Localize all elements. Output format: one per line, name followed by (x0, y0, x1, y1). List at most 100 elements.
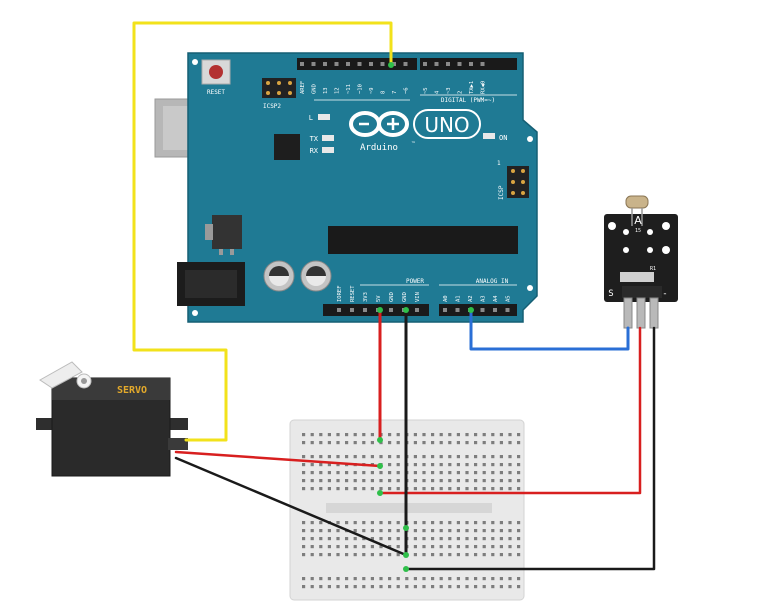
analog-pin-label: A3 (481, 295, 487, 302)
analog-pin-label: A2 (468, 295, 474, 302)
breadboard-hole (310, 471, 314, 475)
breadboard-hole (396, 471, 400, 475)
breadboard-hole (310, 521, 314, 525)
breadboard-hole (448, 537, 452, 541)
power-pin-hole (415, 308, 419, 312)
breadboard-hole (456, 487, 460, 491)
icsp-label: ICSP (498, 185, 505, 200)
servo-horn (39, 361, 83, 389)
breadboard-hole (422, 455, 426, 459)
breadboard-hole (448, 455, 452, 459)
breadboard-hole (310, 545, 314, 549)
breadboard-hole (310, 441, 314, 445)
breadboard-hole (336, 463, 340, 467)
sensor-pin-vcc (636, 297, 646, 329)
breadboard-hole (431, 521, 435, 525)
analog-pin-hole (480, 308, 485, 312)
breadboard-hole (413, 463, 417, 467)
digital-pin-label: ~9 (369, 87, 375, 94)
breadboard-hole (396, 585, 400, 589)
breadboard-hole (396, 433, 400, 437)
breadboard-hole (302, 553, 306, 557)
breadboard-hole (431, 537, 435, 541)
breadboard-hole (474, 463, 478, 467)
breadboard-hole (345, 455, 349, 459)
breadboard-hole (379, 577, 383, 581)
breadboard-hole (491, 487, 495, 491)
breadboard-hole (439, 537, 443, 541)
breadboard-hole (379, 537, 383, 541)
breadboard-hole (422, 529, 426, 533)
breadboard-hole (413, 441, 417, 445)
icsp-pin1-label: 1 (497, 160, 501, 167)
digital-pin-hole (357, 62, 362, 66)
breadboard-hole (388, 479, 392, 483)
breadboard-hole (388, 463, 392, 467)
wire-blue-analog (469, 308, 630, 351)
breadboard-hole (508, 545, 512, 549)
digital-pin-label: ~10 (358, 84, 364, 94)
digital-pin-hole (457, 62, 462, 66)
breadboard-hole (456, 585, 460, 589)
breadboard-hole (345, 545, 349, 549)
sensor-label-minus: - (662, 289, 667, 299)
breadboard-hole (517, 521, 521, 525)
trademark-mark: ™ (411, 141, 416, 147)
analog-header (439, 304, 517, 316)
breadboard-hole (362, 521, 366, 525)
breadboard-hole (370, 455, 374, 459)
sensor-label-15: 15 (635, 228, 641, 234)
breadboard-hole (310, 585, 314, 589)
breadboard-hole (327, 471, 331, 475)
digital-pin-hole (334, 62, 339, 66)
breadboard-hole (345, 521, 349, 525)
breadboard-hole (508, 463, 512, 467)
breadboard-hole (302, 521, 306, 525)
breadboard-hole (319, 441, 323, 445)
breadboard-hole (319, 545, 323, 549)
breadboard-hole (302, 471, 306, 475)
breadboard-hole (456, 463, 460, 467)
servo-label: SERVO (117, 385, 147, 396)
digital-pin-hole (323, 62, 327, 66)
analog-pin-hole (455, 308, 460, 312)
breadboard-hole (413, 553, 417, 557)
breadboard-hole (319, 521, 323, 525)
breadboard-hole (422, 521, 426, 525)
breadboard-hole (422, 585, 426, 589)
breadboard-hole (379, 521, 383, 525)
breadboard-hole (353, 545, 357, 549)
digital-pin-hole (392, 62, 396, 66)
wire-black-servo (174, 456, 408, 557)
capacitor-1 (263, 260, 295, 292)
breadboard-hole (465, 521, 469, 525)
breadboard-hole (310, 529, 314, 533)
breadboard-hole (499, 537, 503, 541)
digital-pin-label: 4 (435, 90, 441, 94)
sensor-pin-s (623, 297, 633, 329)
breadboard-hole (413, 479, 417, 483)
breadboard-hole (396, 545, 400, 549)
digital-label: DIGITAL (PWM=~) (441, 97, 495, 104)
led-tx-label: TX (310, 135, 319, 143)
breadboard-hole (439, 487, 443, 491)
breadboard-hole (517, 433, 521, 437)
breadboard-hole (491, 455, 495, 459)
breadboard-hole (491, 479, 495, 483)
digital-pin-hole (434, 62, 439, 66)
breadboard-hole (465, 529, 469, 533)
breadboard-hole (353, 537, 357, 541)
breadboard-hole (499, 455, 503, 459)
power-pin-label: VIN (415, 292, 421, 302)
breadboard-hole (413, 577, 417, 581)
mounting-hole (527, 136, 533, 142)
breadboard-hole (491, 545, 495, 549)
breadboard-hole (456, 441, 460, 445)
breadboard-hole (448, 433, 452, 437)
breadboard-hole (362, 487, 366, 491)
analog-pin-hole (505, 308, 510, 312)
breadboard-hole (302, 545, 306, 549)
mounting-hole (192, 310, 198, 316)
